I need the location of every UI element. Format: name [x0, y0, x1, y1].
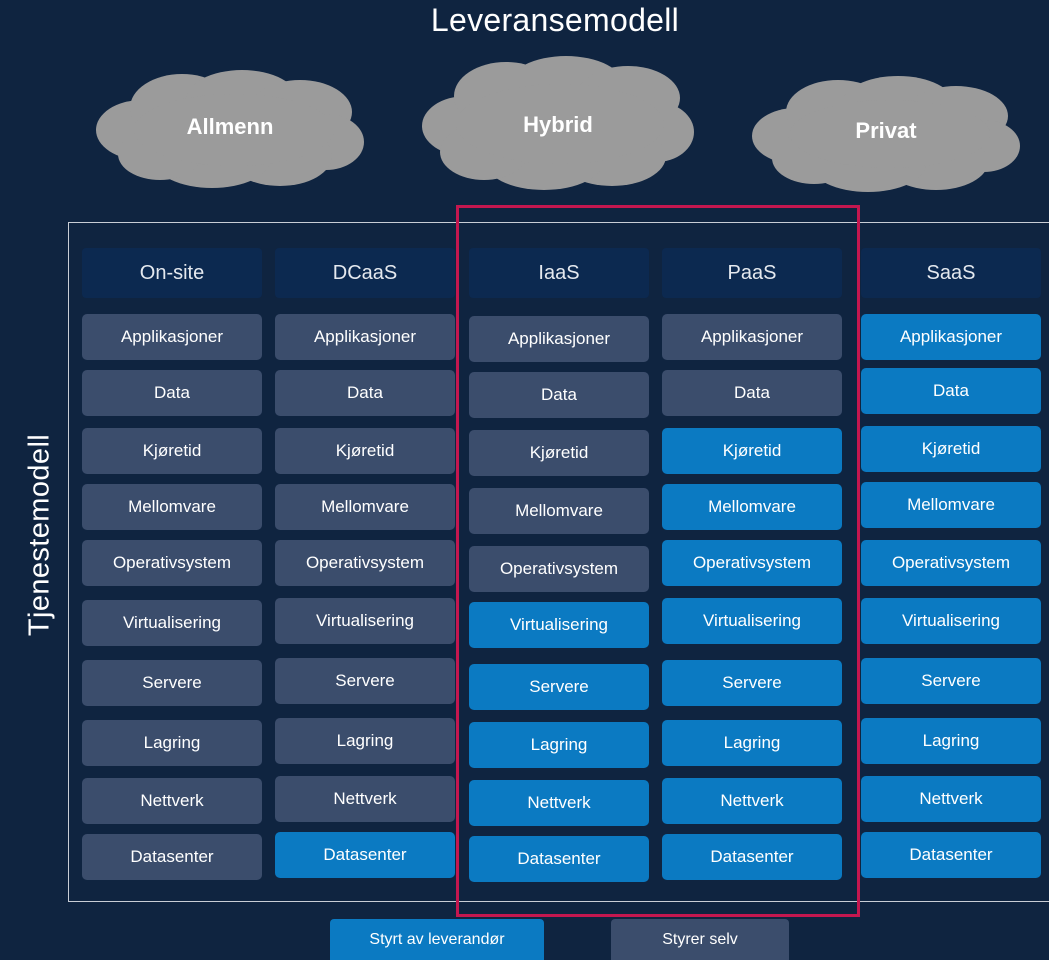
- column-header-saas: SaaS: [861, 248, 1041, 298]
- saas-cell-virtualisering: Virtualisering: [861, 598, 1041, 644]
- column-header-on-site: On-site: [82, 248, 262, 298]
- service-model-title: Tjenestemodell: [23, 433, 56, 637]
- service-model-frame: [68, 222, 1049, 902]
- iaas-cell-servere: Servere: [469, 664, 649, 710]
- iaas-cell-datasenter: Datasenter: [469, 836, 649, 882]
- saas-cell-lagring: Lagring: [861, 718, 1041, 764]
- on-site-cell-operativsystem: Operativsystem: [82, 540, 262, 586]
- cloud-hybrid: Hybrid: [420, 56, 696, 190]
- dcaas-cell-virtualisering: Virtualisering: [275, 598, 455, 644]
- cloud-icon: [752, 76, 1020, 192]
- legend-self-managed: Styrer selv: [611, 919, 789, 960]
- on-site-cell-applikasjoner: Applikasjoner: [82, 314, 262, 360]
- iaas-paas-highlight: [456, 205, 860, 917]
- iaas-cell-virtualisering: Virtualisering: [469, 602, 649, 648]
- column-header-dcaas: DCaaS: [275, 248, 455, 298]
- cloud-label-hybrid: Hybrid: [523, 112, 593, 137]
- column-header-paas: PaaS: [662, 248, 842, 298]
- on-site-cell-virtualisering: Virtualisering: [82, 600, 262, 646]
- dcaas-cell-applikasjoner: Applikasjoner: [275, 314, 455, 360]
- paas-cell-virtualisering: Virtualisering: [662, 598, 842, 644]
- paas-cell-mellomvare: Mellomvare: [662, 484, 842, 530]
- saas-cell-applikasjoner: Applikasjoner: [861, 314, 1041, 360]
- saas-cell-operativsystem: Operativsystem: [861, 540, 1041, 586]
- cloud-label-allmenn: Allmenn: [186, 114, 274, 139]
- cloud-allmenn: Allmenn: [94, 68, 366, 190]
- dcaas-cell-datasenter: Datasenter: [275, 832, 455, 878]
- cloud-label-privat: Privat: [855, 118, 917, 143]
- on-site-cell-nettverk: Nettverk: [82, 778, 262, 824]
- paas-cell-data: Data: [662, 370, 842, 416]
- paas-cell-kj-retid: Kjøretid: [662, 428, 842, 474]
- dcaas-cell-nettverk: Nettverk: [275, 776, 455, 822]
- iaas-cell-lagring: Lagring: [469, 722, 649, 768]
- saas-cell-datasenter: Datasenter: [861, 832, 1041, 878]
- on-site-cell-datasenter: Datasenter: [82, 834, 262, 880]
- saas-cell-data: Data: [861, 368, 1041, 414]
- on-site-cell-mellomvare: Mellomvare: [82, 484, 262, 530]
- iaas-cell-nettverk: Nettverk: [469, 780, 649, 826]
- column-header-iaas: IaaS: [469, 248, 649, 298]
- paas-cell-servere: Servere: [662, 660, 842, 706]
- on-site-cell-data: Data: [82, 370, 262, 416]
- saas-cell-servere: Servere: [861, 658, 1041, 704]
- iaas-cell-applikasjoner: Applikasjoner: [469, 316, 649, 362]
- dcaas-cell-kj-retid: Kjøretid: [275, 428, 455, 474]
- cloud-icon: [96, 70, 364, 188]
- paas-cell-operativsystem: Operativsystem: [662, 540, 842, 586]
- dcaas-cell-data: Data: [275, 370, 455, 416]
- delivery-model-title: Leveransemodell: [430, 2, 680, 38]
- dcaas-cell-lagring: Lagring: [275, 718, 455, 764]
- saas-cell-mellomvare: Mellomvare: [861, 482, 1041, 528]
- legend-vendor-managed: Styrt av leverandør: [330, 919, 544, 960]
- paas-cell-datasenter: Datasenter: [662, 834, 842, 880]
- on-site-cell-lagring: Lagring: [82, 720, 262, 766]
- paas-cell-nettverk: Nettverk: [662, 778, 842, 824]
- paas-cell-applikasjoner: Applikasjoner: [662, 314, 842, 360]
- dcaas-cell-servere: Servere: [275, 658, 455, 704]
- iaas-cell-operativsystem: Operativsystem: [469, 546, 649, 592]
- iaas-cell-kj-retid: Kjøretid: [469, 430, 649, 476]
- iaas-cell-data: Data: [469, 372, 649, 418]
- iaas-cell-mellomvare: Mellomvare: [469, 488, 649, 534]
- cloud-icon: [422, 56, 694, 190]
- paas-cell-lagring: Lagring: [662, 720, 842, 766]
- saas-cell-nettverk: Nettverk: [861, 776, 1041, 822]
- dcaas-cell-operativsystem: Operativsystem: [275, 540, 455, 586]
- on-site-cell-servere: Servere: [82, 660, 262, 706]
- dcaas-cell-mellomvare: Mellomvare: [275, 484, 455, 530]
- cloud-privat: Privat: [750, 74, 1022, 194]
- saas-cell-kj-retid: Kjøretid: [861, 426, 1041, 472]
- on-site-cell-kj-retid: Kjøretid: [82, 428, 262, 474]
